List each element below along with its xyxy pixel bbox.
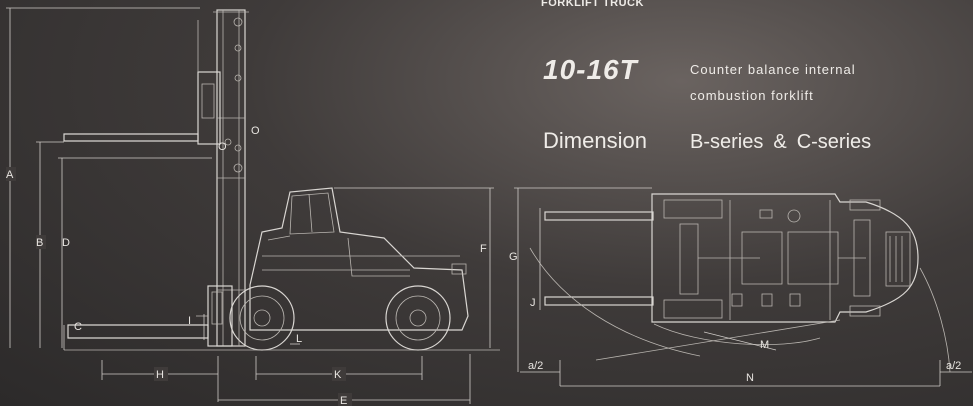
front-wheel (229, 285, 295, 351)
dim-g: G (509, 251, 518, 263)
dimension-lines (6, 7, 494, 404)
rear-wheel (385, 285, 451, 351)
series-c-label: C-series (796, 131, 872, 153)
dim-l: L (296, 333, 302, 345)
dim-j: J (530, 297, 536, 309)
lowered-carriage (67, 285, 233, 347)
description: Counter balance internal combustion fork… (690, 57, 950, 109)
dim-a: A (6, 169, 14, 181)
dim-c: C (74, 321, 82, 333)
dim-a2-right: a/2 (946, 360, 961, 372)
side-view: A B D C F I L H K E O O (6, 7, 500, 406)
raised-carriage (63, 20, 221, 145)
dim-b: B (36, 237, 43, 249)
dim-e: E (340, 395, 347, 406)
dim-d: D (62, 237, 70, 249)
description-line-2: combustion forklift (690, 88, 814, 103)
top-forks (544, 211, 654, 306)
dim-h: H (156, 369, 164, 381)
chassis-outline (651, 193, 919, 323)
dimension-title: Dimension (543, 128, 647, 153)
series-separator: & (773, 131, 787, 153)
mast (213, 9, 249, 347)
description-line-1: Counter balance internal (690, 62, 856, 77)
truck-body (249, 187, 469, 331)
dim-n: N (746, 372, 754, 384)
turning-arcs (529, 247, 951, 373)
dim-o-1: O (251, 125, 260, 137)
dim-f: F (480, 243, 487, 255)
product-type-label: FORKLIFT TRUCK (541, 0, 644, 9)
top-view: G J M N a/2 a/2 (509, 187, 972, 387)
series-label: B-series&C-series (690, 131, 871, 154)
dimension-lines-top (514, 187, 972, 387)
chassis-details (663, 199, 911, 320)
series-b-label: B-series (690, 131, 764, 153)
dim-o-2: O (218, 141, 227, 153)
dimension-letters-top: G J M N a/2 a/2 (509, 251, 961, 384)
dimension-letters-side: A B D C F I L H K E O O (6, 125, 487, 406)
dim-m: M (760, 339, 769, 351)
dim-a2-left: a/2 (528, 360, 543, 372)
dim-k: K (334, 369, 342, 381)
dim-i: I (188, 315, 191, 327)
model-label: 10-16T (543, 54, 638, 85)
